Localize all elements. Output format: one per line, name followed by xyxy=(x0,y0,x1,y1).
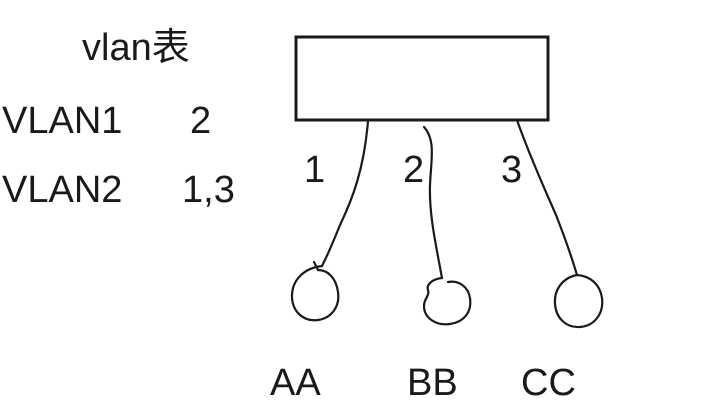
cable-port-2 xyxy=(422,125,444,280)
host-node-aa xyxy=(290,260,340,322)
vlan-table-title: vlan表 xyxy=(82,27,190,69)
cable-port-3 xyxy=(515,118,579,277)
host-label: BB xyxy=(407,362,458,404)
vlan-row-name: VLAN2 xyxy=(2,169,122,211)
vlan-row-ports: 2 xyxy=(190,100,211,142)
host-labels: AA BB CC xyxy=(270,362,576,404)
host-node-cc xyxy=(553,273,604,329)
host-label: AA xyxy=(270,362,321,404)
host-label: CC xyxy=(521,362,576,404)
host-nodes xyxy=(290,260,604,329)
switch-box xyxy=(294,35,550,122)
host-node-bb xyxy=(422,276,472,326)
port-label: 2 xyxy=(403,149,424,191)
vlan-table: vlan表 VLAN1 2 VLAN2 1,3 xyxy=(2,27,235,211)
port-label: 1 xyxy=(304,149,325,191)
switch-port-labels: 1 2 3 xyxy=(304,149,522,191)
vlan-row-name: VLAN1 xyxy=(2,100,122,142)
vlan-row-ports: 1,3 xyxy=(182,169,235,211)
port-label: 3 xyxy=(501,149,522,191)
cable-port-1 xyxy=(320,119,370,268)
cables xyxy=(320,118,579,280)
